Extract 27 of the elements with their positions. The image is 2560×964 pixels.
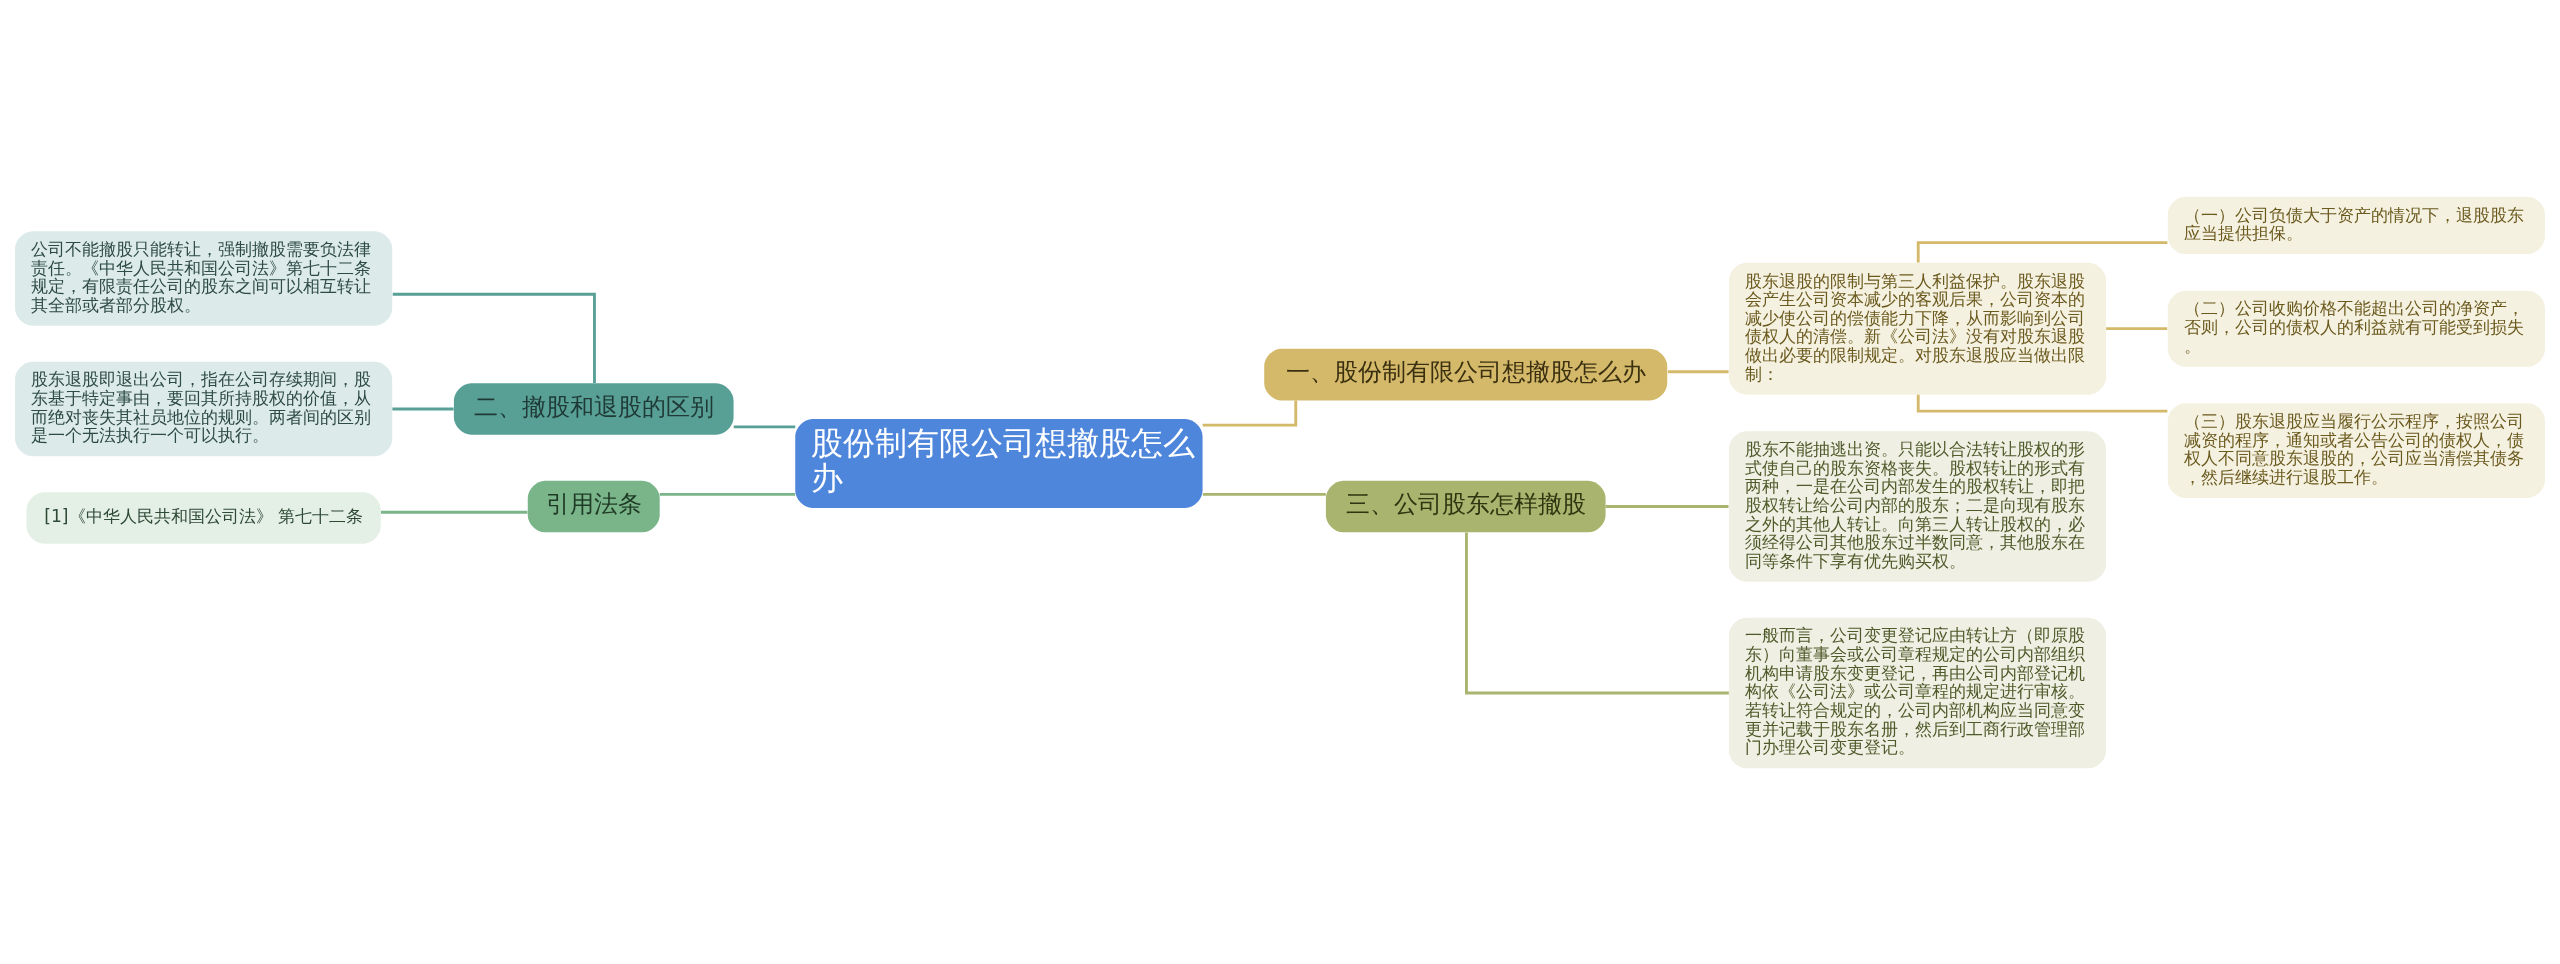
- node-box: （三）股东退股应当履行公示程序，按照公司减资的程序，通知或者公告公司的债权人，债权人不同意股东退股的，公司应当清偿其债务，然后继续进行退股工作。: [2167, 402, 2545, 498]
- node-box: 引用法条: [527, 480, 660, 532]
- connector: [392, 407, 454, 410]
- node-box: （二）公司收购价格不能超出公司的净资产，否则，公司的债权人的利益就有可能受到损失。: [2167, 290, 2545, 367]
- connector: [1916, 240, 2168, 263]
- connector: [1916, 394, 2168, 413]
- connector: [381, 510, 528, 514]
- connector: [392, 292, 596, 383]
- node-box: （一）公司负债大于资产的情况下，退股股东应当提供担保。: [2167, 196, 2545, 254]
- connector: [1465, 531, 1729, 694]
- connector: [1202, 399, 1298, 427]
- node-box: 公司不能撤股只能转让，强制撤股需要负法律责任。《中华人民共和国公司法》第七十二条规定，有限责任公司的股东之间可以相互转让其全部或者部分股权。: [15, 230, 393, 326]
- node-box: 三、公司股东怎样撤股: [1325, 480, 1606, 532]
- node-box: 股东不能抽逃出资。只能以合法转让股权的形式使自己的股东资格丧失。股权转让的形式有两种，一是在公司内部发生的股权转让，即把股权转让给公司内部的股东；二是向现有股东之外的其他人转让。向第三人转让股权的，必须经得公司其他股东过半数同意，其他股东在同等条件下享有优先购买权。: [1728, 430, 2107, 582]
- connector: [1667, 369, 1729, 373]
- connector: [733, 425, 796, 428]
- node-box: 股东退股即退出公司，指在公司存续期间，股东基于特定事由，要回其所持股权的价值，从而绝对丧失其社员地位的规则。两者间的区别是一个无法执行一个可以执行。: [15, 361, 393, 456]
- node-box: [1]《中华人民共和国公司法》 第七十二条: [26, 491, 381, 544]
- connector: [2106, 326, 2168, 330]
- node-box: 一、股份制有限公司想撤股怎么办: [1264, 348, 1668, 400]
- node-box: 股份制有限公司想撤股怎么办: [795, 418, 1203, 508]
- connector: [1605, 504, 1729, 508]
- connector: [1203, 492, 1326, 496]
- connector: [659, 492, 795, 496]
- node-box: 二、撤股和退股的区别: [453, 382, 734, 435]
- node-box: 股东退股的限制与第三人利益保护。股东退股会产生公司资本减少的客观后果，公司资本的减少使公司的偿债能力下降，从而影响到公司债权人的清偿。新《公司法》没有对股东退股做出必要的限制规定。对股东退股应当做出限制：: [1728, 262, 2107, 395]
- node-box: 一般而言，公司变更登记应由转让方（即原股东）向董事会或公司章程规定的公司内部组织机构申请股东变更登记，再由公司内部登记机构依《公司法》或公司章程的规定进行审核。若转让符合规定的，公司内部机构应当同意变更并记载于股东名册，然后到工商行政管理部门办理公司变更登记。: [1728, 617, 2107, 768]
